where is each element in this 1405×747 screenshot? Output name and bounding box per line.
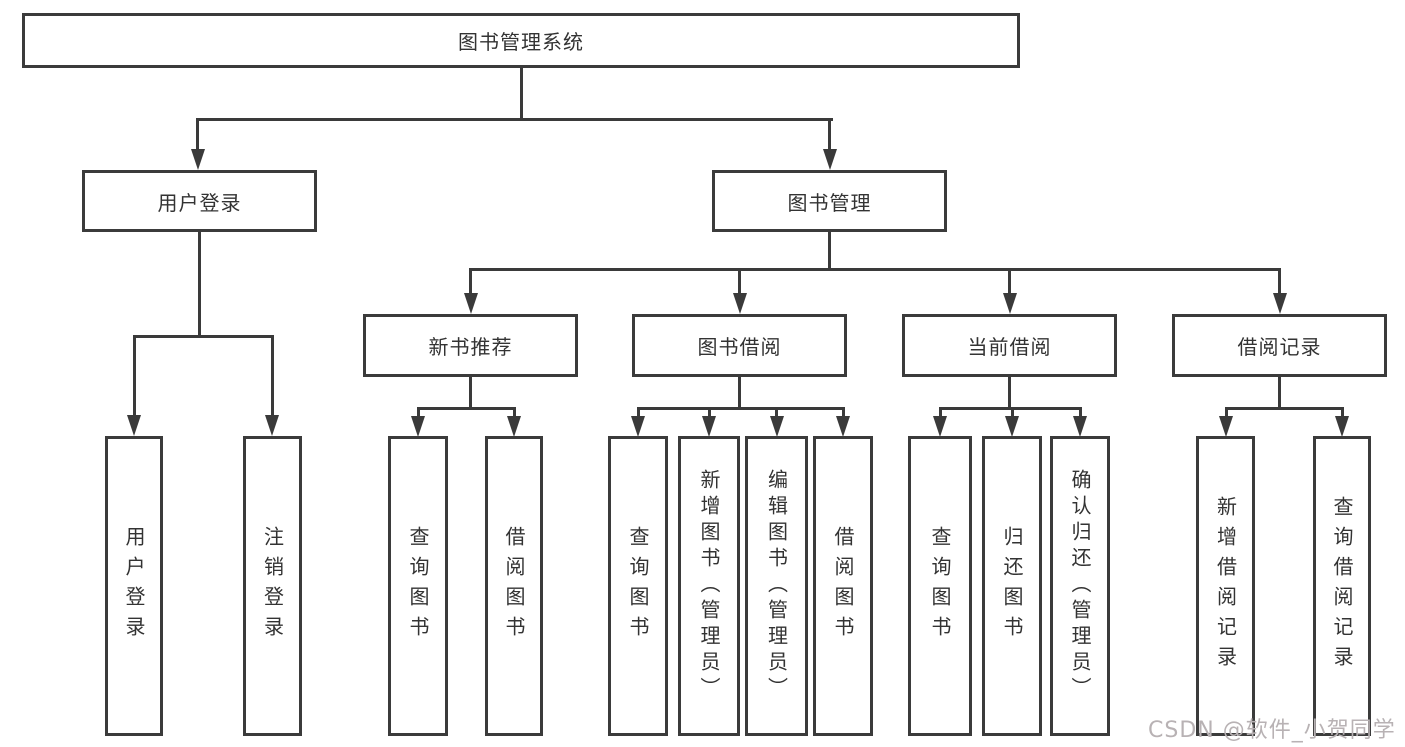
connector-line <box>469 377 472 410</box>
arrowhead-icon <box>1073 416 1087 437</box>
node-label: 借阅图书 <box>831 526 855 646</box>
arrowhead-icon <box>1272 293 1287 314</box>
arrowhead-icon <box>463 293 478 314</box>
arrowhead-icon <box>190 149 205 170</box>
leaf-query-books-current: 查询图书 <box>908 436 972 736</box>
leaf-return-books: 归还图书 <box>982 436 1042 736</box>
arrowhead-icon <box>265 415 279 436</box>
connector-line <box>132 335 274 338</box>
node-user-login: 用户登录 <box>82 170 317 232</box>
connector-line <box>1010 407 1014 419</box>
arrowhead-icon <box>411 416 425 437</box>
leaf-query-borrow-record: 查询借阅记录 <box>1313 436 1371 736</box>
leaf-user-login: 用户登录 <box>105 436 163 736</box>
leaf-confirm-return-admin: 确认归还（管理员） <box>1050 436 1110 736</box>
leaf-add-borrow-record: 新增借阅记录 <box>1196 436 1255 736</box>
arrowhead-icon <box>631 416 645 437</box>
node-new-book-recommend: 新书推荐 <box>363 314 578 377</box>
node-borrowing-records: 借阅记录 <box>1172 314 1387 377</box>
connector-line <box>707 407 711 419</box>
connector-line <box>841 407 845 419</box>
node-label: 用户登录 <box>122 526 146 646</box>
connector-line <box>828 232 831 271</box>
connector-line <box>512 407 516 419</box>
arrowhead-icon <box>702 416 716 437</box>
connector-line <box>1078 407 1082 419</box>
arrowhead-icon <box>1005 416 1019 437</box>
connector-line <box>416 407 420 419</box>
node-library-management-system: 图书管理系统 <box>22 13 1020 68</box>
leaf-query-books-recommend: 查询图书 <box>388 436 448 736</box>
arrowhead-icon <box>1335 416 1349 437</box>
node-label: 确认归还（管理员） <box>1068 469 1092 703</box>
arrowhead-icon <box>127 415 141 436</box>
node-label: 图书借阅 <box>697 335 782 359</box>
connector-line <box>469 268 472 296</box>
connector-line <box>1008 377 1011 410</box>
connector-line <box>197 232 201 338</box>
leaf-add-books-admin: 新增图书（管理员） <box>678 436 740 736</box>
node-label: 注销登录 <box>260 526 285 646</box>
connector-line <box>416 407 516 410</box>
connector-line <box>1278 268 1281 296</box>
node-label: 归还图书 <box>1000 526 1024 646</box>
node-book-management: 图书管理 <box>712 170 947 232</box>
connector-line <box>1224 407 1343 410</box>
connector-line <box>132 335 136 417</box>
node-label: 图书管理 <box>787 190 872 215</box>
arrowhead-icon <box>933 416 947 437</box>
arrowhead-icon <box>732 293 747 314</box>
node-label: 借阅图书 <box>502 526 526 646</box>
connector-line <box>938 407 1082 410</box>
connector-line <box>1224 407 1228 419</box>
connector-line <box>196 118 199 151</box>
connector-line <box>636 407 845 410</box>
node-label: 图书管理系统 <box>458 30 584 54</box>
leaf-borrow-books: 借阅图书 <box>813 436 873 736</box>
connector-line <box>1008 268 1011 296</box>
connector-line <box>1278 377 1281 410</box>
connector-line <box>519 68 523 121</box>
node-label: 查询借阅记录 <box>1330 496 1354 676</box>
connector-line <box>738 377 741 410</box>
node-label: 当前借阅 <box>967 335 1052 359</box>
node-current-borrowing: 当前借阅 <box>902 314 1117 377</box>
leaf-query-books-borrow: 查询图书 <box>608 436 668 736</box>
connector-line <box>270 335 274 417</box>
connector-line <box>636 407 640 419</box>
connector-line <box>196 118 833 121</box>
node-label: 借阅记录 <box>1237 335 1322 359</box>
connector-line <box>738 268 741 296</box>
node-label: 新增图书（管理员） <box>697 469 721 703</box>
connector-line <box>938 407 942 419</box>
node-label: 查询图书 <box>928 526 952 646</box>
arrowhead-icon <box>1002 293 1017 314</box>
connector-line <box>469 268 1281 271</box>
connector-line <box>828 118 831 151</box>
node-label: 用户登录 <box>157 190 242 215</box>
node-label: 查询图书 <box>626 526 650 646</box>
arrowhead-icon <box>1219 416 1233 437</box>
arrowhead-icon <box>822 149 837 170</box>
leaf-edit-books-admin: 编辑图书（管理员） <box>745 436 808 736</box>
arrowhead-icon <box>836 416 850 437</box>
leaf-logout: 注销登录 <box>243 436 302 736</box>
csdn-watermark: CSDN @软件_小贺同学 <box>1148 718 1396 743</box>
arrowhead-icon <box>507 416 521 437</box>
leaf-borrow-books-recommend: 借阅图书 <box>485 436 543 736</box>
node-book-borrowing: 图书借阅 <box>632 314 847 377</box>
connector-line <box>775 407 778 419</box>
node-label: 编辑图书（管理员） <box>764 469 789 703</box>
arrowhead-icon <box>769 416 784 437</box>
node-label: 查询图书 <box>406 526 430 646</box>
node-label: 新书推荐 <box>428 335 513 359</box>
node-label: 新增借阅记录 <box>1213 496 1238 676</box>
connector-line <box>1340 407 1344 419</box>
